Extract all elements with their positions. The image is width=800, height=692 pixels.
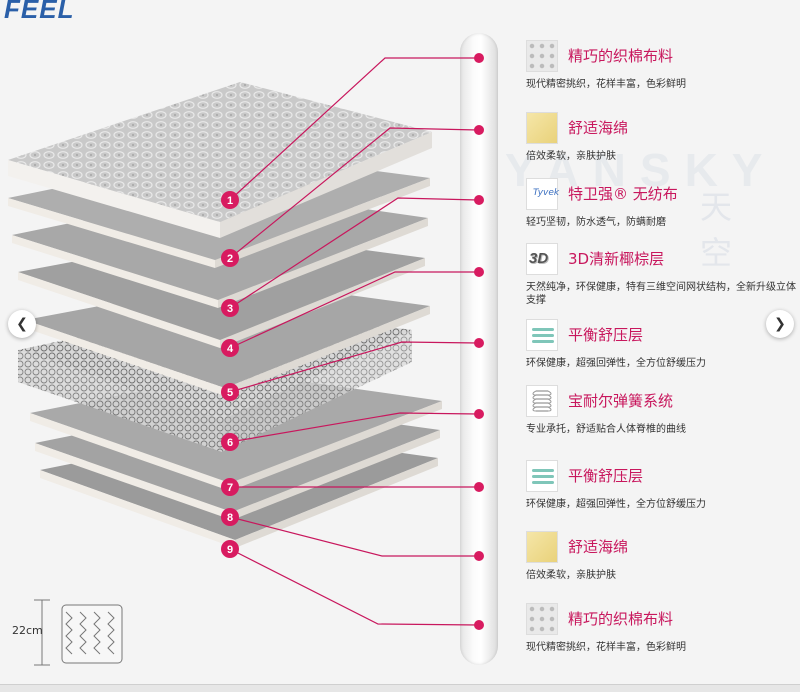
marker-4: 4 bbox=[227, 343, 234, 355]
rail-dots bbox=[474, 53, 484, 630]
feature-title: 舒适海绵 bbox=[568, 119, 629, 137]
marker-8: 8 bbox=[227, 512, 233, 524]
bottom-scroll-strip bbox=[0, 684, 800, 692]
chevron-right-icon: ❯ bbox=[774, 316, 786, 332]
feature-title: 精巧的织棉布料 bbox=[568, 610, 674, 628]
feature-title: 宝耐尔弹簧系统 bbox=[568, 392, 674, 410]
feature-desc: 环保健康，超强回弹性，全方位舒缓压力 bbox=[526, 358, 706, 369]
feature-desc: 环保健康，超强回弹性，全方位舒缓压力 bbox=[526, 499, 706, 510]
feature-title: 平衡舒压层 bbox=[568, 326, 644, 344]
marker-9: 9 bbox=[227, 544, 233, 556]
feature-desc: 现代精密挑织，花样丰富，色彩鲜明 bbox=[526, 642, 686, 653]
feature-title: 特卫强® 无纺布 bbox=[568, 185, 678, 203]
feature-desc: 轻巧坚韧，防水透气，防螨耐磨 bbox=[526, 217, 666, 228]
foam-icon bbox=[526, 112, 558, 144]
feature-title: 3D清新椰棕层 bbox=[568, 250, 665, 268]
layer-number-markers: 1 2 3 4 5 6 7 8 9 bbox=[221, 191, 239, 558]
feature-title: 精巧的织棉布料 bbox=[568, 47, 674, 65]
marker-6: 6 bbox=[227, 437, 233, 449]
quilted-fabric-icon bbox=[526, 603, 558, 635]
spring-icon bbox=[526, 385, 558, 417]
marker-5: 5 bbox=[227, 387, 233, 399]
quilted-fabric-icon bbox=[526, 40, 558, 72]
3d-coir-icon: 3D bbox=[526, 243, 558, 275]
feature-desc: 专业承托，舒适贴合人体脊椎的曲线 bbox=[526, 424, 686, 435]
comfort-layer-icon bbox=[526, 319, 558, 351]
feature-title: 平衡舒压层 bbox=[568, 467, 644, 485]
comfort-layer-icon bbox=[526, 460, 558, 492]
connector-lines bbox=[229, 57, 479, 626]
prev-image-button[interactable]: ❮ bbox=[8, 310, 36, 338]
watermark-chinese: 天 空 bbox=[700, 188, 755, 272]
feature-desc: 倍效柔软，亲肤护肤 bbox=[526, 151, 616, 162]
feature-desc: 倍效柔软，亲肤护肤 bbox=[526, 570, 616, 581]
chevron-left-icon: ❮ bbox=[16, 316, 28, 332]
marker-7: 7 bbox=[227, 482, 233, 494]
layer-1-quilted-top bbox=[8, 82, 432, 238]
feature-desc: 现代精密挑织，花样丰富，色彩鲜明 bbox=[526, 79, 686, 90]
thumb-text: Tyvek bbox=[533, 188, 560, 198]
marker-1: 1 bbox=[227, 195, 233, 207]
thumb-text: 3D bbox=[529, 250, 549, 267]
height-label: 22cm bbox=[12, 624, 43, 637]
marker-2: 2 bbox=[227, 253, 233, 265]
brand-logo: FEEL bbox=[4, 0, 74, 22]
next-image-button[interactable]: ❯ bbox=[766, 310, 794, 338]
height-dimension-diagram bbox=[34, 599, 123, 666]
marker-3: 3 bbox=[227, 303, 233, 315]
logo-text: FEEL bbox=[4, 0, 75, 24]
feature-desc: 天然纯净，环保健康，特有三维空间网状结构，全新升级立体支撑 bbox=[526, 282, 796, 306]
foam-icon bbox=[526, 531, 558, 563]
nonwoven-fabric-icon: Tyvek bbox=[526, 178, 560, 210]
feature-title: 舒适海绵 bbox=[568, 538, 629, 556]
